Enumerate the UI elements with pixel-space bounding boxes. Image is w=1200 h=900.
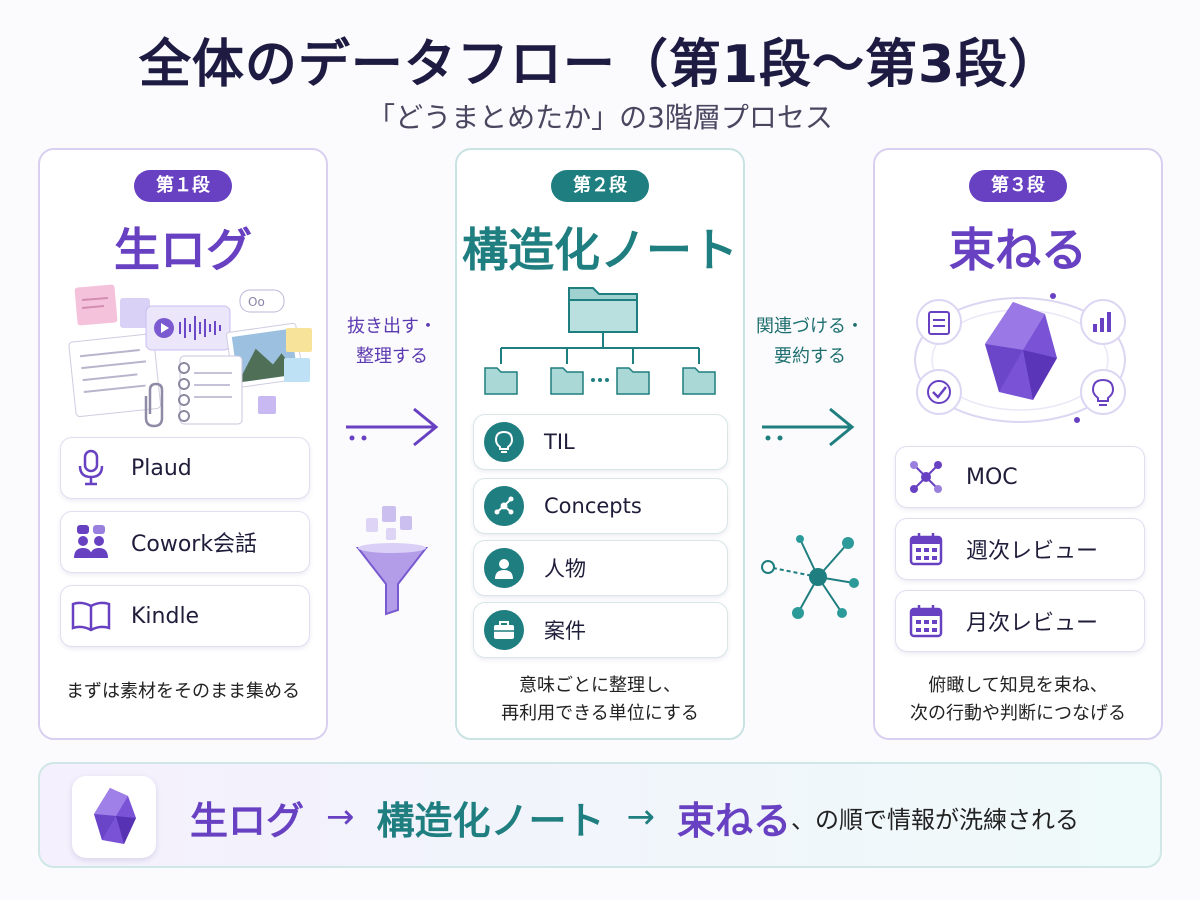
page-subtitle: 「どうまとめたか」の3階層プロセス xyxy=(367,101,833,134)
stage1-badge: 第１段 xyxy=(134,170,232,202)
stage2-item-label: TIL xyxy=(544,430,575,454)
calendar-icon xyxy=(896,519,956,579)
stage2-item-person: 人物 xyxy=(473,540,728,596)
microphone-icon xyxy=(61,438,121,498)
svg-text:Oo: Oo xyxy=(248,295,265,309)
stage3-item-monthly: 月次レビュー xyxy=(895,590,1145,652)
stage1-item-label: Kindle xyxy=(131,603,200,629)
network-icon xyxy=(474,479,534,533)
arrow1-label-line1: 抜き出す・ xyxy=(347,316,437,337)
stage1-item-kindle: Kindle xyxy=(60,585,310,647)
summary-step1: 生ログ xyxy=(190,798,305,843)
graph-nodes-icon xyxy=(896,447,956,507)
book-icon xyxy=(61,586,121,646)
arrow2-label-line2: 要約する xyxy=(774,346,846,367)
stage3-caption-line1: 俯瞰して知見を束ね、 xyxy=(928,675,1108,696)
stage3-item-label: MOC xyxy=(966,464,1018,490)
stage1-item-label: Plaud xyxy=(131,455,192,481)
stage2-badge: 第２段 xyxy=(551,170,649,202)
stage2-item-label: 案件 xyxy=(544,619,586,643)
arrow1-label-line2: 整理する xyxy=(356,346,428,367)
stage2-caption-line2: 再利用できる単位にする xyxy=(501,703,699,724)
stage3-panel: 第３段 束ねる MOC 週次レビュー xyxy=(873,148,1163,740)
arrow2-label-line1: 関連づける・ xyxy=(756,316,864,337)
stage1-panel: 第１段 生ログ Oo xyxy=(38,148,328,740)
arrow-right-icon: → xyxy=(626,797,656,837)
stage2-item-project: 案件 xyxy=(473,602,728,658)
flow-arrow-1 xyxy=(346,407,439,447)
funnel-icon xyxy=(355,506,429,616)
stage2-caption: 意味ごとに整理し、 再利用できる単位にする xyxy=(457,672,743,728)
stage2-item-concepts: Concepts xyxy=(473,478,728,534)
network-graph-icon xyxy=(761,535,859,619)
stage3-heading: 束ねる xyxy=(949,223,1087,277)
page-title: 全体のデータフロー（第1段〜第3段） xyxy=(138,35,1062,95)
briefcase-icon xyxy=(474,603,534,657)
stage1-caption: まずは素材をそのまま集める xyxy=(66,681,300,702)
stage3-badge: 第３段 xyxy=(969,170,1067,202)
calendar-icon xyxy=(896,591,956,651)
person-icon xyxy=(474,541,534,595)
stage2-item-til: TIL xyxy=(473,414,728,470)
stage3-item-moc: MOC xyxy=(895,446,1145,508)
raw-materials-illustration: Oo xyxy=(68,284,312,428)
summary-text: 生ログ → 構造化ノート → 束ねる 、の順で情報が洗練される xyxy=(190,764,1079,870)
stage3-caption-line2: 次の行動や判断につなげる xyxy=(910,703,1126,724)
flow-arrow-2 xyxy=(762,407,855,447)
stage1-item-label: Cowork会話 xyxy=(131,532,258,557)
stage3-caption: 俯瞰して知見を束ね、 次の行動や判断につなげる xyxy=(875,672,1161,728)
people-chat-icon xyxy=(61,512,121,572)
summary-bar: 生ログ → 構造化ノート → 束ねる 、の順で情報が洗練される xyxy=(38,762,1162,868)
stage3-item-label: 月次レビュー xyxy=(966,611,1099,636)
folder-tree-illustration xyxy=(484,287,716,395)
arrow2-label: 関連づける・ 要約する xyxy=(745,312,875,372)
stage1-heading: 生ログ xyxy=(114,223,252,277)
stage2-panel: 第２段 構造化ノート TIL Concepts 人物 xyxy=(455,148,745,740)
lightbulb-icon xyxy=(474,415,534,469)
stage3-item-label: 週次レビュー xyxy=(966,539,1099,564)
stage2-heading: 構造化ノート xyxy=(462,223,738,277)
arrow-right-icon: → xyxy=(326,797,355,837)
stage1-item-cowork: Cowork会話 xyxy=(60,511,310,573)
stage3-item-weekly: 週次レビュー xyxy=(895,518,1145,580)
arrow1-label: 抜き出す・ 整理する xyxy=(327,312,457,372)
stage2-caption-line1: 意味ごとに整理し、 xyxy=(519,675,681,696)
bundle-illustration xyxy=(914,293,1126,423)
summary-tail: 、の順で情報が洗練される xyxy=(791,805,1080,834)
summary-step3: 束ねる xyxy=(677,798,792,843)
stage1-item-plaud: Plaud xyxy=(60,437,310,499)
summary-step2: 構造化ノート xyxy=(376,798,605,843)
crystal-logo-icon xyxy=(72,776,156,858)
stage2-item-label: Concepts xyxy=(544,494,642,518)
stage2-item-label: 人物 xyxy=(544,557,586,581)
